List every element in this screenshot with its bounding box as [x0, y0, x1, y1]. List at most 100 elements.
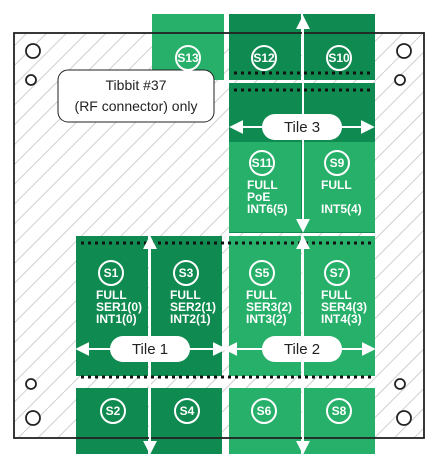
connector-pin [165, 241, 168, 245]
connector-pin [284, 375, 287, 379]
connector-pin [367, 71, 370, 75]
slot-s2-block [76, 388, 148, 454]
slot-s13-label: S13 [177, 51, 199, 65]
mounting-hole-bottom-left [25, 410, 41, 426]
connector-pin [283, 71, 286, 75]
slot-s9-line-3: INT5(4) [321, 202, 362, 216]
connector-pin [207, 375, 210, 379]
tile1-label: Tile 1 [132, 341, 168, 358]
connector-pin [298, 375, 301, 379]
slot-s1-label: S1 [104, 266, 119, 280]
mounting-hole-left-upper [25, 74, 37, 86]
connector-pin [325, 88, 328, 92]
connector-pin [311, 71, 314, 75]
connector-pin [284, 241, 287, 245]
connector-pin [319, 375, 322, 379]
tile2-label: Tile 2 [284, 341, 320, 358]
connector-pin [262, 88, 265, 92]
connector-pin [298, 241, 301, 245]
connector-pin [130, 375, 133, 379]
connector-pin [241, 71, 244, 75]
connector-pin [249, 241, 252, 245]
connector-pin [353, 71, 356, 75]
mounting-hole-bottom-right [396, 410, 412, 426]
slot-s11-label: S11 [252, 156, 273, 170]
connector-pin [235, 375, 238, 379]
connector-pin [339, 88, 342, 92]
connector-pin [137, 241, 140, 245]
connector-pin [228, 241, 231, 245]
connector-pin [368, 241, 371, 245]
connector-pin [248, 71, 251, 75]
mounting-hole-left-lower [25, 378, 37, 390]
connector-pin [172, 241, 175, 245]
slot-s2-label: S2 [106, 404, 121, 418]
connector-pin [353, 88, 356, 92]
connector-pin [116, 375, 119, 379]
slot-s7-line-3: INT4(3) [321, 312, 362, 326]
slot-s3-label: S3 [179, 266, 194, 280]
connector-pin [333, 375, 336, 379]
connector-pin [305, 241, 308, 245]
connector-pin [228, 375, 231, 379]
slot-s9-line-1: FULL [321, 178, 352, 192]
connector-pin [269, 88, 272, 92]
connector-pin [255, 71, 258, 75]
connector-pin [242, 241, 245, 245]
connector-pin [234, 88, 237, 92]
connector-pin [318, 88, 321, 92]
connector-pin [214, 375, 217, 379]
connector-pin [276, 71, 279, 75]
connector-pin [172, 375, 175, 379]
connector-pin [109, 375, 112, 379]
connector-pin [95, 241, 98, 245]
connector-pin [151, 241, 154, 245]
connector-pin [346, 88, 349, 92]
slot-s6-block [229, 388, 301, 454]
connector-pin [277, 375, 280, 379]
connector-pin [297, 71, 300, 75]
connector-pin [297, 88, 300, 92]
connector-pin [360, 88, 363, 92]
connector-pin [249, 375, 252, 379]
connector-pin [179, 241, 182, 245]
connector-pin [291, 375, 294, 379]
callout-line-1: Tibbit #37 [106, 77, 167, 93]
connector-pin [256, 375, 259, 379]
connector-pin [333, 241, 336, 245]
connector-pin [304, 88, 307, 92]
slot-s2: S2 [100, 398, 126, 424]
connector-pin [360, 71, 363, 75]
connector-pin [248, 88, 251, 92]
slot-s5-line-1: FULL [246, 288, 277, 302]
slot-s7: S7 FULL SER4(3) INT4(3) [321, 260, 367, 326]
connector-pin [255, 88, 258, 92]
connector-pin [291, 241, 294, 245]
connector-pin [221, 241, 224, 245]
slot-s12-label: S12 [253, 51, 275, 65]
connector-pin [354, 241, 357, 245]
connector-pin [242, 375, 245, 379]
connector-pin [144, 241, 147, 245]
slot-s3-line-3: INT2(1) [170, 312, 211, 326]
connector-pin [283, 88, 286, 92]
slot-s11-line-3: INT6(5) [247, 202, 288, 216]
slot-s3-line-2: SER2(1) [170, 300, 216, 314]
connector-pin [151, 375, 154, 379]
connector-pin [332, 71, 335, 75]
connector-pin [88, 375, 91, 379]
connector-pin [270, 375, 273, 379]
tile3-label: Tile 3 [284, 119, 320, 136]
mounting-hole-top-left [25, 43, 41, 59]
connector-pin [200, 375, 203, 379]
connector-pin [81, 241, 84, 245]
connector-pin [123, 241, 126, 245]
connector-pin [186, 241, 189, 245]
slot-s9-label: S9 [330, 156, 345, 170]
slot-s8: S8 [326, 398, 352, 424]
connector-pin [304, 71, 307, 75]
slot-s6-label: S6 [257, 404, 272, 418]
connector-pin [361, 375, 364, 379]
slot-s5: S5 FULL SER3(2) INT3(2) [246, 260, 292, 326]
